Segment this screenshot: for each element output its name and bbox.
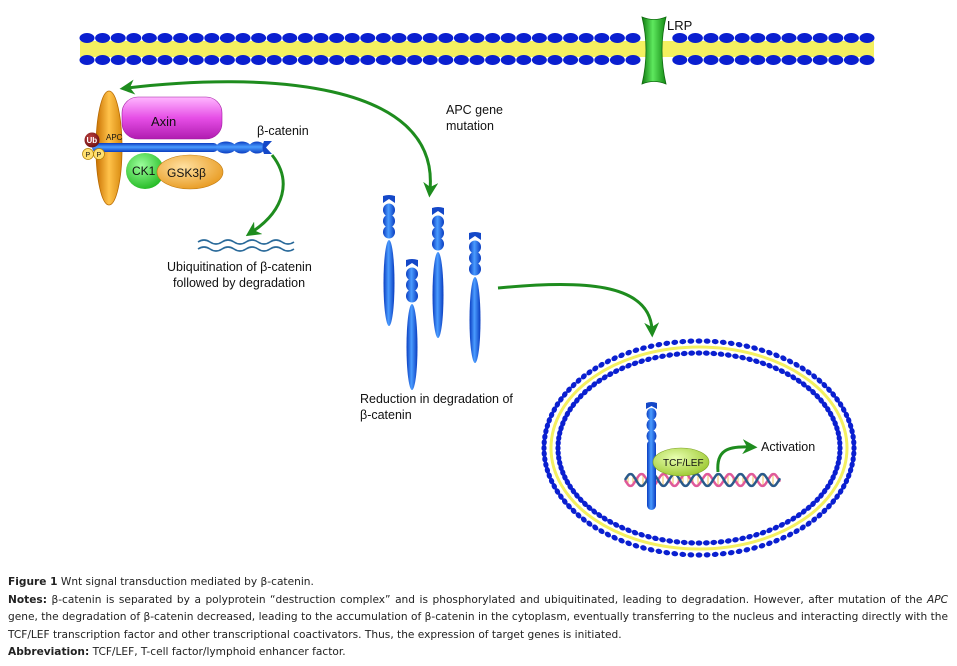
axin-protein: [121, 96, 223, 140]
nucleus-arrow: [497, 282, 660, 338]
reduction-label-line1: Reduction in degradation of: [360, 392, 513, 406]
figure-title-line: Figure 1 Wnt signal transduction mediate…: [8, 574, 948, 592]
ubiquitination-label-line2: followed by degradation: [173, 276, 305, 290]
figure-caption: Figure 1 Wnt signal transduction mediate…: [8, 574, 948, 662]
abbreviation-paragraph: Abbreviation: TCF/LEF, T-cell factor/lym…: [8, 644, 948, 662]
figure-label: Figure 1: [8, 576, 58, 588]
gsk3b-label: GSK3β: [167, 166, 206, 180]
notes-label: Notes:: [8, 593, 47, 606]
ck1-label: CK1: [132, 164, 156, 178]
lrp-label: LRP: [667, 18, 692, 33]
nuclear-beta-catenin: [646, 402, 657, 510]
notes-apc-italic: APC: [926, 593, 948, 606]
ubiquitination-label-line1: Ubiquitination of β-catenin: [167, 260, 312, 274]
degradation-arrow: [245, 154, 285, 237]
notes-paragraph: Notes: β-catenin is separated by a polyp…: [8, 592, 948, 645]
figure-title: Wnt signal transduction mediated by β-ca…: [60, 576, 314, 588]
nuclear-membrane: [541, 338, 857, 558]
destruction-complex: [82, 90, 272, 206]
wnt-pathway-diagram: LRP Axin APC Ub P P CK1 GSK3β β-catenin …: [79, 16, 875, 558]
cell-membrane: [79, 33, 875, 65]
lrp-receptor: [641, 16, 667, 85]
accumulated-beta-catenin: [383, 195, 481, 390]
ck1-protein: [126, 153, 164, 189]
degraded-beta-catenin: [197, 239, 295, 252]
abbreviation-text: TCF/LEF, T-cell factor/lymphoid enhancer…: [92, 646, 346, 658]
p-label-2: P: [97, 152, 102, 159]
notes-text-part1: β-catenin is separated by a polyprotein …: [51, 593, 927, 606]
apc-label: APC: [106, 133, 123, 142]
axin-label: Axin: [151, 114, 176, 129]
phosphate: [93, 148, 105, 160]
apc-mutation-label-line1: APC gene: [446, 103, 503, 117]
reduction-label-line2: β-catenin: [360, 408, 412, 422]
activation-label: Activation: [761, 440, 815, 454]
tcf-lef-label: TCF/LEF: [663, 458, 704, 469]
beta-catenin-label: β-catenin: [257, 124, 309, 138]
abbreviation-label: Abbreviation:: [8, 646, 90, 658]
activation-arrow: [716, 439, 758, 473]
apc-mutation-arrow: [119, 79, 439, 198]
tcf-lef-protein: [652, 447, 710, 477]
p-label-1: P: [86, 152, 91, 159]
ub-label: Ub: [87, 136, 98, 145]
apc-mutation-label-line2: mutation: [446, 119, 494, 133]
ubiquitin: [84, 132, 100, 148]
gsk3b-protein: [156, 154, 224, 190]
notes-text-part2: gene, the degradation of β-catenin decre…: [8, 611, 948, 641]
